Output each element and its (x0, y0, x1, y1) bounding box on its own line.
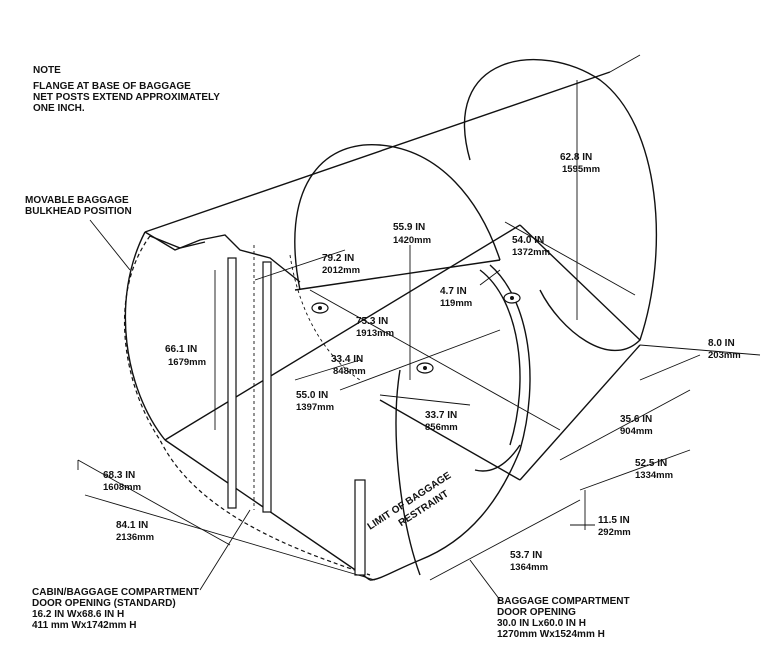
note-title: NOTE (33, 65, 61, 76)
dimension-labels: 62.8 IN 1595mm 55.9 IN 1420mm 54.0 IN 13… (103, 152, 741, 573)
note-block: NOTE FLANGE AT BASE OF BAGGAGE NET POSTS… (33, 65, 220, 114)
dim-label: 203mm (708, 350, 741, 361)
dim-label: 2136mm (116, 532, 154, 543)
cabin-door-label: DOOR OPENING (STANDARD) (32, 598, 176, 609)
dim-label: 1913mm (356, 328, 394, 339)
cabin-door-label: CABIN/BAGGAGE COMPARTMENT (32, 587, 199, 598)
net-post (354, 479, 366, 576)
dim-label: 292mm (598, 527, 631, 538)
bag-door-leader (469, 559, 501, 601)
dimension-lines (77, 80, 761, 601)
dim-label: 53.7 IN (510, 550, 542, 561)
dim-label: 75.3 IN (356, 316, 388, 327)
dim-label: 1334mm (635, 470, 673, 481)
dim-label: 8.0 IN (708, 338, 735, 349)
dim-label: 62.8 IN (560, 152, 592, 163)
note-line: FLANGE AT BASE OF BAGGAGE (33, 81, 191, 92)
dim-label: 55.0 IN (296, 390, 328, 401)
cabin-door-label: 16.2 IN Wx68.6 IN H (32, 609, 124, 620)
bag-door-label: 1270mm Wx1524mm H (497, 629, 605, 640)
dim-label: 2012mm (322, 265, 360, 276)
dim-label: 119mm (440, 298, 472, 309)
aft-end-ellipse (463, 59, 657, 352)
dim-label: 68.3 IN (103, 470, 135, 481)
bulkhead-leader (89, 219, 131, 271)
bag-door-label: DOOR OPENING (497, 607, 576, 618)
dim-label: 33.7 IN (425, 410, 457, 421)
mid-bulkhead (294, 144, 501, 291)
dim-label: 856mm (425, 422, 458, 433)
bulkhead-label: MOVABLE BAGGAGE (25, 195, 129, 206)
dim-label: 66.1 IN (165, 344, 197, 355)
note-line: ONE INCH. (33, 103, 85, 114)
dim-label: 1397mm (296, 402, 334, 413)
bag-door-label: BAGGAGE COMPARTMENT (497, 596, 630, 607)
bulkhead-label: BULKHEAD POSITION (25, 206, 132, 217)
dim-label: 1608mm (103, 482, 141, 493)
top-longeron (144, 71, 611, 233)
dim-label: 54.0 IN (512, 235, 544, 246)
bag-door-label: 30.0 IN Lx60.0 IN H (497, 618, 586, 629)
baggage-door (369, 264, 531, 581)
dim-label: 1372mm (512, 247, 550, 258)
dim-label: 848mm (333, 366, 366, 377)
note-line: NET POSTS EXTEND APPROXIMATELY (33, 92, 220, 103)
dim-label: 55.9 IN (393, 222, 425, 233)
dim-label: 1364mm (510, 562, 548, 573)
dim-label: 79.2 IN (322, 253, 354, 264)
dim-label: 1679mm (168, 357, 206, 368)
limit-label: LIMIT OF BAGGAGE RESTRAINT (366, 470, 454, 532)
dim-label: 33.4 IN (331, 354, 363, 365)
compartment-outline (123, 54, 657, 581)
dim-label: 11.5 IN (598, 515, 630, 526)
dim-label: 4.7 IN (440, 286, 467, 297)
dim-label: 1420mm (393, 235, 431, 246)
net-post (227, 257, 237, 509)
cabin-door-label: 411 mm Wx1742mm H (32, 620, 137, 631)
dim-label: 52.5 IN (635, 458, 667, 469)
dim-label: 35.6 IN (620, 414, 652, 425)
cabin-door-leader (199, 509, 251, 591)
dim-label: 84.1 IN (116, 520, 148, 531)
net-post (262, 261, 272, 513)
dim-label: 1595mm (562, 164, 600, 175)
dim-label: 904mm (620, 426, 653, 437)
